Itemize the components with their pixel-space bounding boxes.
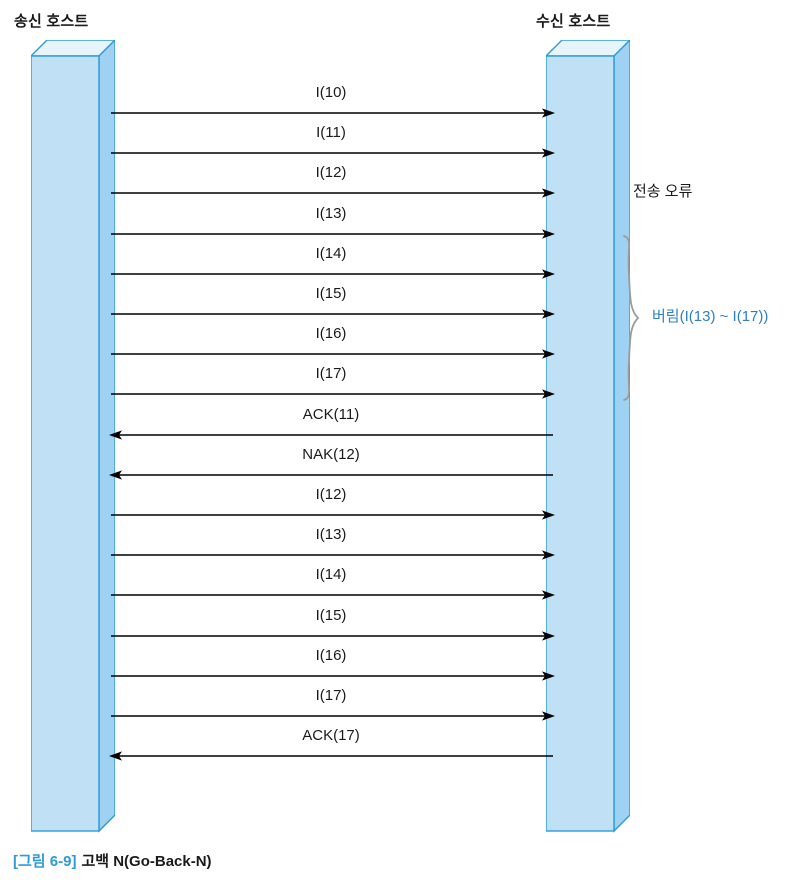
message-arrow-right-icon: [108, 629, 556, 643]
figure-caption: [그림 6-9]고백 N(Go-Back-N): [13, 850, 212, 871]
message-label: ACK(17): [302, 727, 360, 745]
message-label: I(15): [315, 606, 347, 624]
message-row: I(10): [0, 84, 802, 124]
message-arrow-right-icon: [108, 347, 556, 361]
message-arrow-right-icon: [108, 387, 556, 401]
message-label: I(11): [316, 124, 346, 142]
message-label: ACK(11): [302, 405, 360, 423]
message-label: I(17): [315, 365, 347, 383]
figure-number: [그림 6-9]: [13, 853, 77, 870]
message-row: I(11): [0, 124, 802, 164]
message-arrow-right-icon: [108, 106, 556, 120]
message-label: I(14): [315, 244, 347, 262]
receiver-host-label: 수신 호스트: [536, 13, 611, 30]
message-label: I(14): [315, 566, 347, 584]
message-row: I(13): [0, 205, 802, 245]
message-label: I(12): [315, 164, 347, 182]
message-row: I(16): [0, 325, 802, 365]
figure-title: 고백 N(Go-Back-N): [81, 853, 212, 870]
message-label: I(16): [315, 646, 347, 664]
message-label: NAK(12): [302, 445, 360, 463]
message-row: ACK(17): [0, 727, 802, 767]
message-label: I(13): [315, 526, 347, 544]
message-row: I(17): [0, 687, 802, 727]
message-row: I(15): [0, 607, 802, 647]
message-label: I(17): [315, 687, 347, 704]
message-row: I(13): [0, 526, 802, 566]
message-arrow-right-icon: [108, 508, 556, 522]
message-arrow-left-icon: [108, 749, 556, 763]
message-arrow-right-icon: [108, 267, 556, 281]
message-arrow-right-icon: [108, 588, 556, 602]
message-row: I(12): [0, 164, 802, 204]
message-label: I(10): [315, 84, 347, 101]
message-row: I(17): [0, 365, 802, 405]
message-row: I(16): [0, 647, 802, 687]
message-arrow-right-icon: [108, 669, 556, 683]
discard-annotation: 버림(I(13) ~ I(17)): [652, 308, 769, 325]
message-arrow-right-icon: [108, 709, 556, 723]
message-row: I(15): [0, 285, 802, 325]
message-arrow-left-icon: [108, 468, 556, 482]
message-arrow-right-icon: [108, 146, 556, 160]
message-label: I(12): [315, 486, 347, 503]
receiver-host-bar: [546, 40, 630, 840]
message-arrow-right-icon: [108, 227, 556, 241]
message-row: I(14): [0, 566, 802, 606]
message-row: ACK(11): [0, 406, 802, 446]
message-label: I(13): [315, 204, 347, 222]
discard-brace-icon: [620, 234, 646, 404]
message-label: I(16): [315, 325, 347, 343]
message-row: NAK(12): [0, 446, 802, 486]
message-arrow-right-icon: [108, 548, 556, 562]
sender-host-label: 송신 호스트: [14, 13, 89, 30]
message-label: I(15): [315, 285, 347, 302]
message-row: I(14): [0, 245, 802, 285]
message-row: I(12): [0, 486, 802, 526]
message-arrow-right-icon: [108, 186, 556, 200]
message-arrow-left-icon: [108, 428, 556, 442]
transmission-error-annotation: 전송 오류: [633, 183, 693, 200]
message-arrow-right-icon: [108, 307, 556, 321]
sender-host-bar: [31, 40, 115, 840]
